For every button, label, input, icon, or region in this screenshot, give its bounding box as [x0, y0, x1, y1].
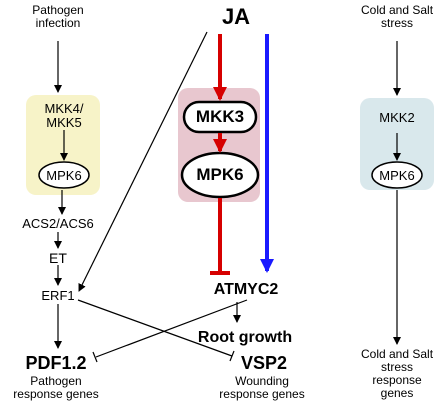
center-mpk6-label: MPK6	[196, 165, 244, 184]
left-mpk6-oval	[38, 161, 90, 189]
inhibit-atmyc2-to-pdf	[95, 299, 248, 358]
cold-salt-response-1: Cold and Salt	[360, 347, 434, 361]
mkk4-label: MKK4/	[44, 101, 84, 116]
pathogen-response-2: response genes	[13, 387, 99, 401]
mkk5-label: MKK5	[46, 115, 82, 130]
et-label: ET	[49, 250, 67, 266]
arrow-ja-to-erf1	[78, 31, 208, 292]
acs-label: ACS2/ACS6	[22, 216, 94, 231]
pathogen-label-2: infection	[35, 16, 81, 30]
pathogen-response-1: Pathogen	[30, 374, 82, 388]
inhibit-erf1-to-vsp2	[77, 299, 233, 357]
right-mpk6-label: MPK6	[379, 168, 415, 183]
cold-salt-label-2: stress	[380, 16, 414, 30]
right-mpk6-oval	[371, 161, 423, 189]
cold-salt-response-2: stress	[380, 360, 414, 374]
cold-salt-label-1: Cold and Salt	[360, 3, 434, 17]
cold-salt-response-4: genes	[380, 386, 414, 400]
mkk2-label: MKK2	[379, 110, 415, 125]
pathogen-label-1: Pathogen	[32, 3, 84, 17]
inhibit-bar-vsp2	[229, 350, 235, 362]
inhibit-bar-pdf	[92, 351, 98, 363]
vsp2-label: VSP2	[240, 353, 288, 373]
center-mpk6-oval	[180, 151, 260, 199]
pdf12-label: PDF1.2	[25, 353, 87, 373]
wounding-response-2: response genes	[219, 387, 305, 401]
mkk3-label: MKK3	[195, 107, 245, 126]
root-growth-label: Root growth	[197, 329, 293, 346]
ja-label: JA	[221, 4, 251, 29]
cold-salt-response-3: response	[372, 373, 422, 387]
erf1-label: ERF1	[41, 288, 75, 303]
center-mkk3-oval	[182, 100, 258, 134]
wounding-response-1: Wounding	[235, 374, 289, 388]
left-mpk6-label: MPK6	[46, 168, 82, 183]
atmyc2-label: ATMYC2	[213, 281, 279, 298]
